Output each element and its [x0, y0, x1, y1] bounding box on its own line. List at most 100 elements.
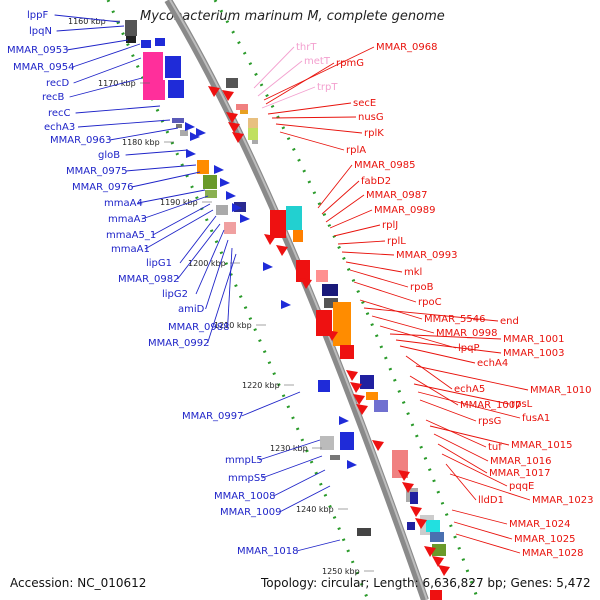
- label-leader: [395, 339, 502, 354]
- gene-label-left: mmaA5_1: [106, 230, 156, 241]
- gene-arrow-left: [190, 132, 200, 141]
- gene-arrow-right: [350, 382, 362, 393]
- label-leader: [195, 229, 225, 295]
- gene-arrow-right: [208, 86, 220, 97]
- label-leader: [453, 521, 513, 540]
- tick-label: 1210 kbp: [214, 321, 252, 330]
- label-leader: [261, 455, 323, 479]
- map-title: Mycobacterium marinum M, complete genome: [140, 9, 445, 24]
- gene-label-right: tuf: [488, 442, 502, 453]
- label-leader: [261, 86, 316, 109]
- gene-label-right: MMAR_0987: [366, 190, 428, 201]
- gene-arrow-left: [240, 214, 250, 223]
- label-leader: [227, 247, 233, 328]
- gene-block: [180, 130, 188, 136]
- label-leader: [109, 127, 179, 141]
- label-leader: [69, 77, 143, 98]
- label-leader: [437, 443, 488, 474]
- gene-label-left: MMAR_1018: [237, 546, 299, 557]
- gene-label-left: mmaA1: [111, 244, 150, 255]
- label-leader: [77, 119, 171, 128]
- gene-block: [333, 302, 351, 346]
- label-leader: [279, 485, 331, 513]
- gene-label-left: lppF: [27, 10, 48, 21]
- gene-label-right: lpqP: [458, 343, 480, 354]
- label-leader: [441, 453, 508, 487]
- gene-label-left: MMAR_1008: [214, 491, 276, 502]
- gene-label-left: mmaA3: [108, 214, 147, 225]
- gene-arrow-right: [346, 370, 358, 381]
- label-leader: [144, 209, 214, 250]
- label-leader: [141, 195, 209, 220]
- label-leader: [399, 345, 476, 364]
- gene-label-left: MMAR_0975: [66, 166, 128, 177]
- label-leader: [353, 281, 417, 303]
- genome-backbone-highlight: [169, 0, 428, 600]
- gene-label-right: MMAR_1007: [460, 400, 522, 411]
- label-leader: [66, 39, 129, 51]
- gene-label-left: lpqN: [29, 26, 52, 37]
- gene-arrow-right: [300, 278, 312, 289]
- label-leader: [389, 333, 502, 340]
- gene-arrow-left: [186, 149, 196, 158]
- gene-block: [252, 140, 258, 144]
- label-leader: [273, 469, 326, 497]
- label-leader: [253, 46, 295, 89]
- label-leader: [241, 391, 301, 417]
- gene-arrow-left: [220, 178, 230, 187]
- label-leader: [271, 116, 357, 119]
- label-leader: [371, 315, 435, 334]
- gene-block: [205, 190, 217, 198]
- gene-label-left: lipG1: [146, 258, 172, 269]
- gene-label-left: MMAR_0954: [13, 62, 75, 73]
- gene-arrow-left: [347, 460, 357, 469]
- gene-block: [324, 298, 338, 308]
- gene-label-right: MMAR_1028: [522, 548, 584, 559]
- gene-label-left: MMAR_0953: [7, 45, 69, 56]
- gene-label-left: amiD: [178, 304, 205, 315]
- gene-arrow-left: [263, 262, 273, 271]
- left-gene-labels: lppFlpqNMMAR_0953MMAR_0954recDrecBrecCec…: [7, 10, 341, 557]
- label-leader: [455, 533, 521, 554]
- gene-block: [430, 532, 444, 542]
- gene-arrow-left: [196, 128, 206, 137]
- label-leader: [177, 223, 221, 280]
- gene-label-left: recB: [42, 92, 65, 103]
- label-leader: [296, 539, 341, 552]
- label-leader: [56, 25, 125, 32]
- gene-label-right: pqqE: [509, 481, 534, 492]
- gene-block: [141, 40, 151, 48]
- gene-block: [165, 56, 181, 78]
- gene-block: [240, 110, 248, 114]
- gene-label-left: echA3: [44, 122, 75, 133]
- gene-arrow-right: [326, 330, 338, 341]
- gene-block: [426, 520, 440, 532]
- label-leader: [131, 171, 201, 188]
- gene-arrow-left: [281, 300, 291, 309]
- label-leader: [317, 164, 353, 209]
- gene-arrow-right: [372, 440, 384, 451]
- gene-arrow-right: [228, 122, 240, 133]
- gene-label-right: MMAR_1003: [503, 348, 565, 359]
- gene-block: [374, 400, 388, 412]
- label-leader: [267, 102, 352, 115]
- label-leader: [263, 46, 375, 101]
- label-leader: [137, 189, 206, 204]
- label-leader: [341, 251, 395, 256]
- label-leader: [415, 365, 529, 391]
- gene-label-right: mkl: [404, 267, 422, 278]
- gene-block: [293, 230, 303, 242]
- gene-block: [126, 36, 136, 43]
- gene-block: [197, 160, 209, 174]
- gene-label-right: MMAR_0993: [396, 250, 458, 261]
- gene-label-right: thrT: [296, 42, 317, 53]
- label-leader: [207, 253, 237, 344]
- gene-block: [340, 432, 354, 450]
- gene-arrow-right: [438, 565, 450, 576]
- gene-label-right: fabD2: [361, 176, 391, 187]
- gene-label-right: MMAR_1017: [489, 468, 551, 479]
- gene-label-right: fusA1: [522, 413, 550, 424]
- gene-label-right: MMAR_1016: [490, 456, 552, 467]
- label-leader: [417, 391, 521, 419]
